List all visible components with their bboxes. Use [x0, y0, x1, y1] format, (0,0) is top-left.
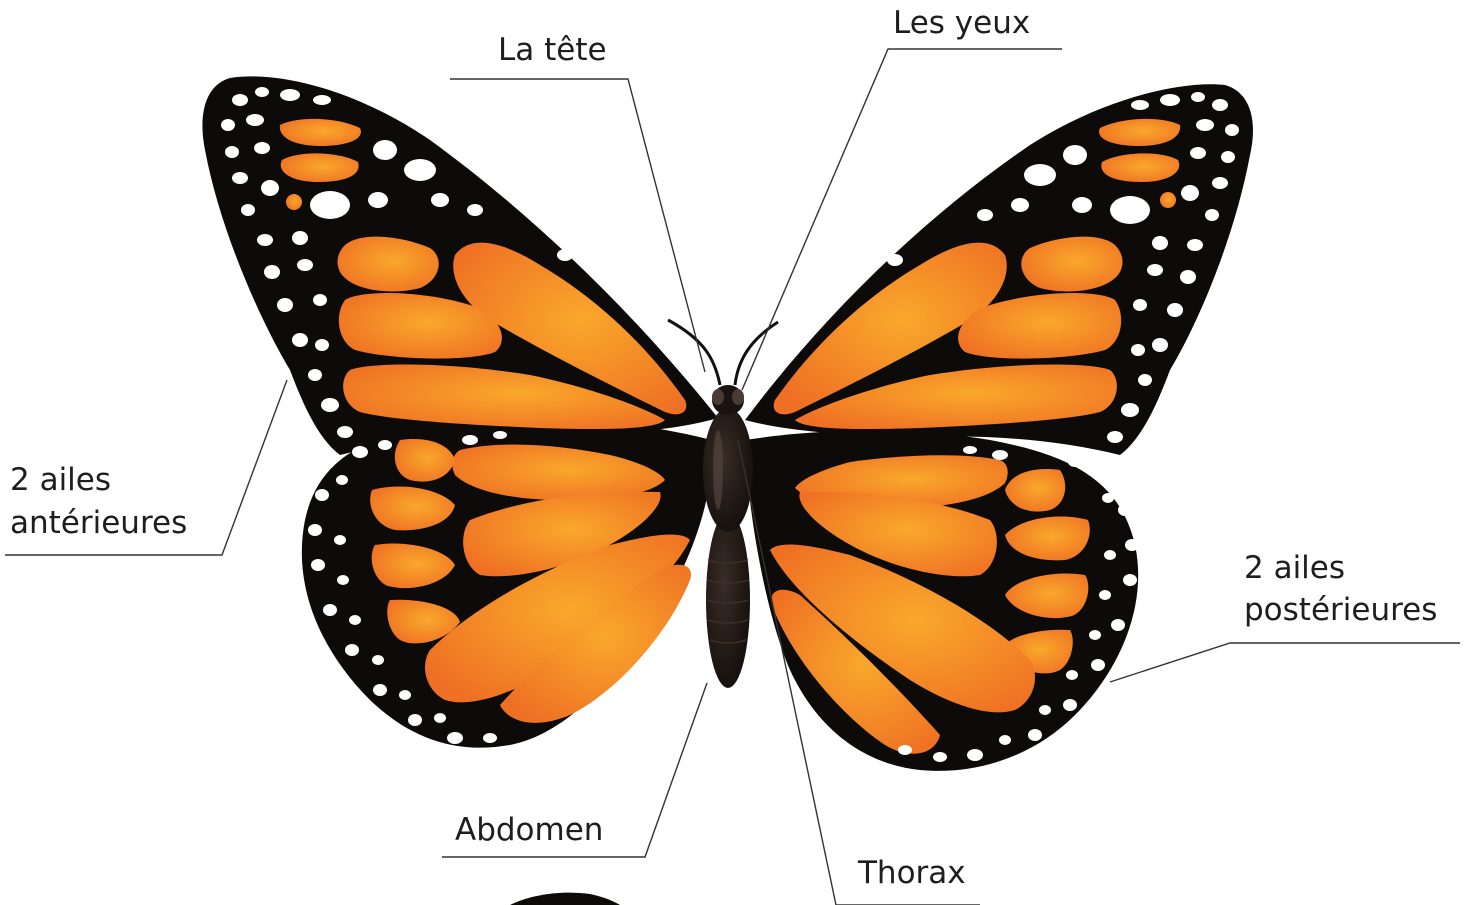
abdomen-shape	[706, 512, 750, 688]
label-thorax: Thorax	[857, 855, 966, 891]
eye-left	[712, 389, 724, 405]
right-wings	[745, 84, 1253, 771]
antenna-right	[735, 322, 778, 385]
thorax-highlight	[713, 430, 723, 510]
leader-hindwings	[1110, 643, 1460, 682]
label-hindwings-line2: postérieures	[1244, 592, 1437, 628]
label-forewings-line2: antérieures	[10, 505, 187, 541]
eye-right	[732, 389, 744, 405]
label-hindwings-line1: 2 ailes	[1244, 550, 1345, 586]
left-wings	[202, 76, 718, 747]
bottom-partial-shape	[510, 893, 620, 905]
label-eyes: Les yeux	[893, 5, 1030, 41]
thorax-shape	[703, 408, 753, 532]
label-abdomen: Abdomen	[455, 812, 603, 848]
label-forewings-line1: 2 ailes	[10, 462, 111, 498]
label-head: La tête	[498, 32, 607, 68]
